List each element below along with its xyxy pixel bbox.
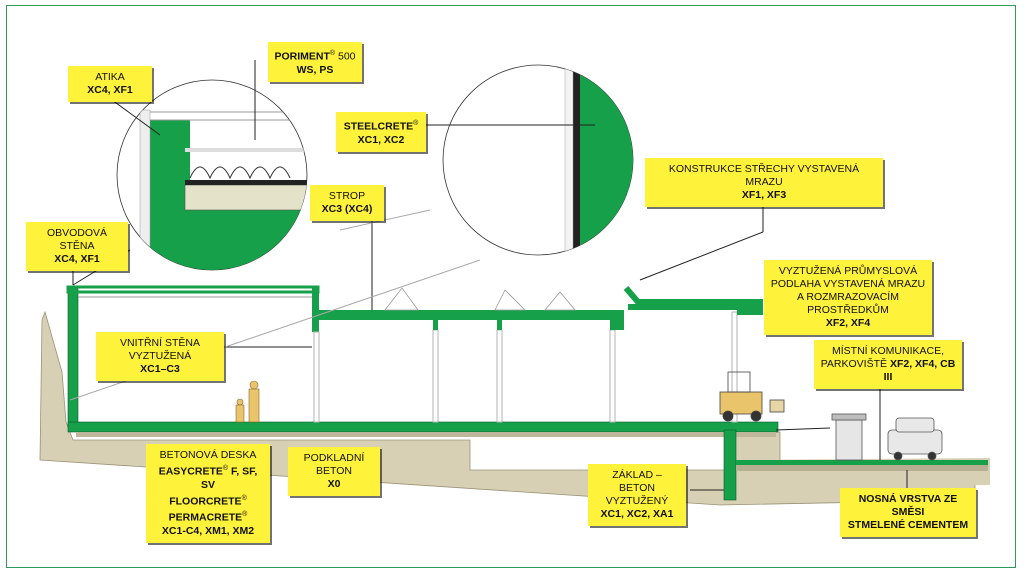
road-base (736, 465, 988, 471)
label-prumyslova-podlaha: VYZTUŽENÁ PRŮMYSLOVÁ PODLAHA VYSTAVENÁ M… (764, 260, 932, 335)
label-atika: ATIKA XC4, XF1 (68, 66, 152, 102)
detail-circle-steelcrete (442, 64, 634, 256)
steelcrete-name: STEELCRETE (343, 120, 414, 133)
foundation (723, 429, 737, 501)
label-vnitrni-stena: VNITŘNÍ STĚNA VYZTUŽENÁ XC1–C3 (96, 332, 224, 381)
label-podkladni-beton: PODKLADNÍ BETON X0 (288, 447, 380, 496)
car (887, 417, 943, 461)
people-figures (235, 380, 260, 423)
konstrukce-classes: XF1, XF3 (741, 189, 787, 201)
outer-wall (67, 286, 79, 428)
exposed-roof (623, 286, 763, 315)
label-strop: STROP XC3 (XC4) (310, 185, 384, 221)
road-surface (736, 460, 988, 465)
attic-post (312, 287, 319, 332)
label-mistni-komunikace: MÍSTNÍ KOMUNIKACE, PARKOVIŠTĚ XF2, XF4, … (814, 340, 962, 389)
roof-slab-left (66, 285, 320, 294)
vnitrni-classes: XC1–C3 (140, 363, 180, 375)
strop-classes: XC3 (XC4) (321, 203, 373, 215)
diagram-frame (6, 5, 1016, 568)
vnitrni-title: VNITŘNÍ STĚNA VYZTUŽENÁ (120, 337, 200, 362)
strop-title: STROP (328, 190, 366, 202)
konstrukce-title: KONSTRUKCE STŘECHY VYSTAVENÁ MRAZU (668, 163, 860, 188)
fuel-pump (831, 413, 867, 461)
ground-slab (67, 421, 779, 433)
label-konstrukce-strechy: KONSTRUKCE STŘECHY VYSTAVENÁ MRAZU XF1, … (645, 158, 883, 207)
atika-classes: XC4, XF1 (87, 84, 133, 96)
forklift (719, 371, 785, 422)
label-zaklad: ZÁKLAD – BETON VYZTUŽENÝ XC1, XC2, XA1 (588, 464, 686, 526)
label-obvodova-stena: OBVODOVÁ STĚNA XC4, XF1 (26, 222, 128, 271)
ceiling-slab (312, 310, 624, 320)
atika-title: ATIKA (95, 71, 125, 83)
sub-base-concrete (76, 432, 776, 437)
obvodova-classes: XC4, XF1 (54, 253, 100, 265)
obvodova-title: OBVODOVÁ STĚNA (46, 227, 108, 252)
label-steelcrete: STEELCRETE® XC1, XC2 (336, 112, 426, 152)
label-poriment: PORIMENT® 500 WS, PS (268, 42, 362, 82)
steelcrete-classes: XC1, XC2 (357, 133, 405, 146)
detail-circle-attic (116, 79, 308, 271)
label-nosna-vrstva: NOSNÁ VRSTVA ZE SMĚSI STMELENÉ CEMENTEM (840, 488, 976, 537)
poriment-classes: WS, PS (296, 63, 334, 76)
roof-skylights (384, 287, 576, 311)
poriment-name: PORIMENT (274, 50, 330, 63)
label-betonova-deska: BETONOVÁ DESKA EASYCRETE® F, SF, SV FLOO… (146, 444, 270, 543)
